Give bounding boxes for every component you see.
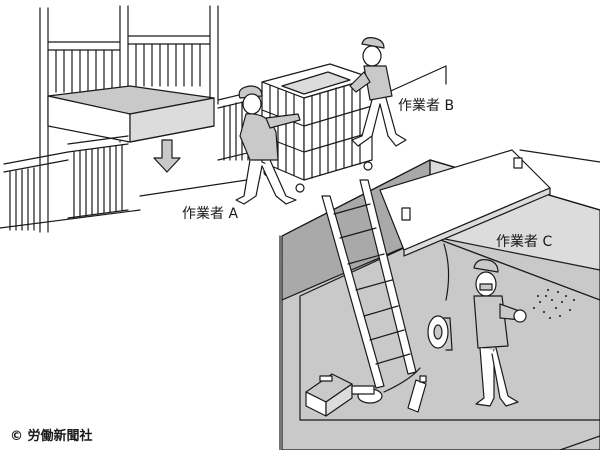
worker-b-label: 作業者 B bbox=[398, 98, 454, 114]
cable-reel bbox=[427, 243, 453, 351]
down-arrow-icon bbox=[153, 139, 181, 173]
copyright-notice: © 労働新聞社 bbox=[10, 428, 93, 444]
worker-a-figure bbox=[235, 85, 301, 205]
wire-cart bbox=[261, 63, 373, 193]
worker-b-figure bbox=[349, 37, 407, 147]
spray-mist bbox=[533, 289, 575, 319]
worker-c-label: 作業者 C bbox=[496, 234, 552, 250]
worker-a-label: 作業者 A bbox=[182, 206, 238, 222]
spray-can bbox=[407, 375, 427, 413]
worker-c-figure bbox=[473, 259, 527, 407]
grinder bbox=[351, 367, 421, 404]
toolbox bbox=[305, 373, 353, 417]
pit-cover-plate bbox=[379, 149, 551, 257]
